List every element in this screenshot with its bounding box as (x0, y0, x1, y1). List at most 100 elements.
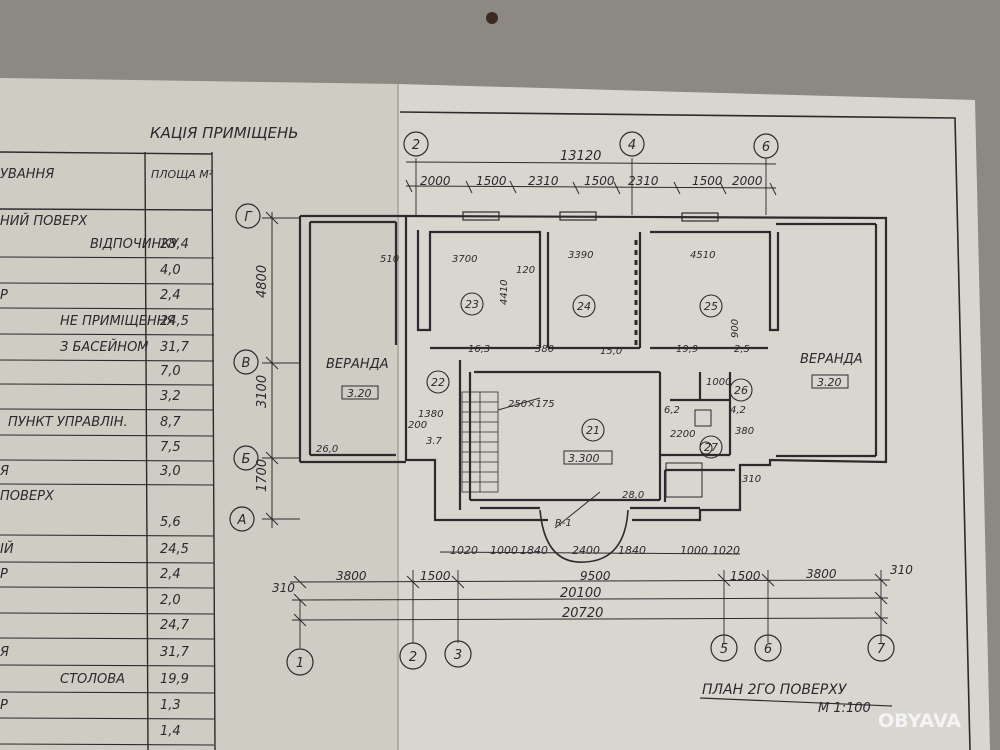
room-number: 25 (704, 300, 718, 313)
dim-bottom-2: 1500 (420, 569, 451, 583)
schedule-row-area: 8,7 (160, 415, 181, 430)
schedule-row-area: 24,5 (160, 314, 189, 329)
dim-bottom-1: 1000 (680, 544, 708, 557)
schedule-row-area: 2,4 (160, 567, 181, 582)
room-number: 23 (465, 298, 479, 311)
dim-top: 2000 (732, 174, 763, 188)
dim-total-top: 13120 (560, 149, 601, 164)
veranda-label-left: ВЕРАНДА (326, 357, 389, 372)
dim-top: 1500 (692, 174, 723, 188)
schedule-row-name: СТОЛОВА (60, 672, 125, 687)
schedule-row-name: Я (0, 464, 9, 479)
room-marker-icon (699, 435, 723, 459)
inner-dimension: 1000 (706, 377, 731, 388)
schedule-row-area: 2,4 (160, 288, 181, 303)
inner-dimension: 2200 (670, 429, 695, 440)
axis-bubble-icon (710, 634, 738, 662)
plan-title: ПЛАН 2ГО ПОВЕРХУ (702, 682, 848, 698)
inner-dimension: 4510 (690, 250, 715, 261)
stair-level: 3.7 (426, 436, 443, 447)
dim-top: 1500 (476, 174, 507, 188)
axis-label-left: Г (244, 210, 253, 225)
schedule-row-area: 3,2 (160, 389, 181, 404)
schedule-floor2-header: ПОВЕРХ (0, 489, 55, 504)
dim-bottom-1: 2400 (572, 544, 600, 557)
inner-dimension: 310 (742, 474, 761, 485)
axis-label-left: В (242, 356, 251, 371)
bathtub-icon (665, 462, 703, 498)
radius-line (554, 491, 601, 529)
schedule-row-area: 7,0 (160, 364, 181, 379)
inner-dimension: 380 (735, 426, 754, 437)
dim-bottom-2: 3800 (336, 569, 367, 583)
schedule-row-area: 24,7 (160, 618, 190, 633)
top-dimension-lines (405, 161, 777, 196)
dim-bottom-2: 9500 (580, 569, 611, 583)
schedule-row-area: 2,0 (160, 593, 181, 608)
axis-label-bottom: 3 (454, 648, 462, 663)
schedule-row-area: 28,4 (160, 237, 189, 252)
axis-bubble-icon (233, 445, 259, 471)
inner-dimension: 380 (535, 344, 554, 355)
room-schedule-table: КАЦІЯ ПРИМІЩЕНЬ УВАННЯ ПЛОЩА М² НИЙ ПОВЕ… (0, 124, 299, 750)
schedule-row-area: 31,7 (160, 340, 190, 355)
axis-bubble-icon (233, 349, 259, 375)
building-walls (298, 214, 888, 522)
inner-dimension: 3700 (452, 254, 477, 265)
axis-label-left: А (237, 513, 247, 528)
dim-top: 2310 (528, 174, 559, 188)
inner-dimension: 4,2 (730, 405, 746, 416)
inner-dimension: 28,0 (622, 490, 644, 501)
schedule-row-area: 5,6 (160, 515, 181, 530)
axis-bubble-icon (403, 131, 429, 157)
axis-label-top: 4 (628, 138, 636, 153)
axis-bubble-icon (229, 506, 255, 532)
dim-bottom-1: 1840 (618, 544, 646, 557)
inner-dimension: 200 (408, 420, 427, 431)
inner-dimension: 4410 (499, 280, 510, 305)
room-number: 27 (704, 441, 718, 454)
inner-dimension: 16,3 (468, 344, 490, 355)
inner-dimension: 26,0 (316, 444, 338, 455)
bay-window-arc (539, 509, 629, 563)
veranda-label-right: ВЕРАНДА (800, 352, 863, 367)
schedule-row-name: З БАСЕЙНОМ (60, 339, 149, 355)
toilet-icon (694, 409, 712, 427)
inner-dimension: 3390 (568, 250, 593, 261)
schedule-title: КАЦІЯ ПРИМІЩЕНЬ (150, 124, 299, 142)
axis-label-bottom: 1 (296, 656, 304, 671)
inner-dimension: 6,2 (664, 405, 680, 416)
schedule-row-name: НЕ ПРИМІЩЕННЯ (60, 314, 176, 329)
veranda-level-right: 3.20 (817, 376, 842, 389)
plan-sheet (398, 84, 990, 750)
schedule-row-name: Р (0, 698, 8, 713)
axis-bubble-icon (619, 131, 645, 157)
schedule-row-name: Р (0, 567, 8, 582)
schedule-col-name: УВАННЯ (0, 167, 54, 182)
windows (462, 211, 719, 222)
schedule-row-area: 24,5 (160, 542, 189, 557)
schedule-row-name: ПУНКТ УПРАВЛІН. (8, 415, 128, 430)
axis-bubble-icon (867, 634, 895, 662)
axis-bubble-icon (235, 203, 261, 229)
dim-left: 4800 (255, 265, 270, 298)
dim-bottom-1: 1020 (712, 544, 740, 557)
schedule-row-area: 1,4 (160, 724, 181, 739)
watermark-logo: OBYAVA (878, 710, 961, 732)
room-marker-icon (426, 370, 450, 394)
dim-top: 1500 (584, 174, 615, 188)
room-marker-icon (581, 418, 605, 442)
inner-dimension: 15,0 (600, 346, 622, 357)
dim-top: 2310 (628, 174, 659, 188)
left-dimension-lines (265, 211, 279, 528)
dim-bottom-2: 310 (890, 563, 913, 577)
dim-bottom-2: 3800 (806, 567, 837, 581)
schedule-row-name: ВІДПОЧИНКУ (90, 237, 180, 252)
dim-left: 1700 (255, 459, 270, 492)
schedule-col-area: ПЛОЩА М² (151, 168, 214, 181)
schedule-row-name: Я (0, 645, 9, 660)
axis-label-bottom: 7 (877, 642, 886, 657)
schedule-row-name: Р (0, 288, 8, 303)
